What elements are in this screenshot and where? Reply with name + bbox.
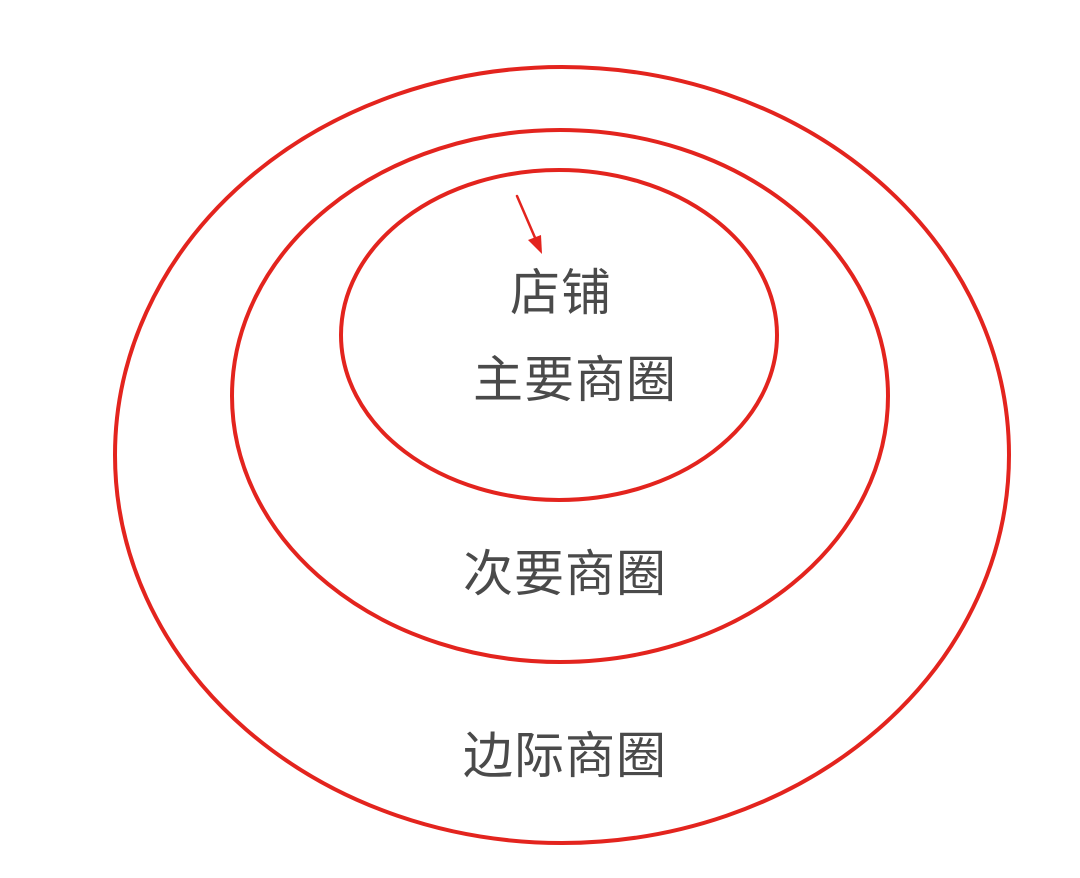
- primary-trade-area-label: 主要商圈: [473, 351, 677, 409]
- outer-ring-marginal: [113, 65, 1011, 845]
- inner-ring-primary: [339, 168, 779, 502]
- secondary-trade-area-label: 次要商圈: [463, 545, 667, 603]
- store-label: 店铺: [510, 264, 612, 322]
- middle-ring-secondary: [230, 128, 890, 664]
- arrow-icon: [515, 194, 542, 254]
- marginal-trade-area-label: 边际商圈: [463, 727, 667, 785]
